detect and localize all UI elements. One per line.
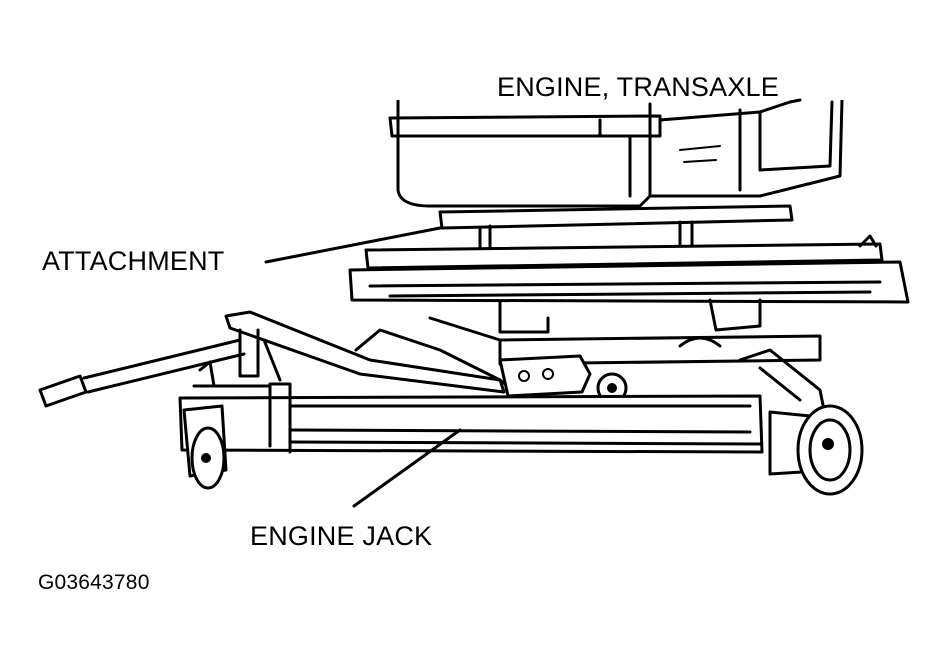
attachment-leader-line <box>264 226 442 264</box>
hydraulic-ram-drawing <box>238 316 628 404</box>
engine-jack-leader-line <box>352 428 462 508</box>
front-caster-wheel-drawing <box>182 404 228 490</box>
attachment-label: ATTACHMENT <box>42 246 225 276</box>
engine-jack-label: ENGINE JACK <box>250 521 433 551</box>
jack-saddle-drawing <box>348 234 910 366</box>
figure-code: G03643780 <box>38 571 150 594</box>
attachment-drawing <box>438 204 794 264</box>
engine-transaxle-drawing <box>388 98 844 208</box>
jack-handle-drawing <box>38 310 506 408</box>
rear-wheel-drawing <box>796 404 864 496</box>
engine-transaxle-label: ENGINE, TRANSAXLE <box>497 72 779 102</box>
